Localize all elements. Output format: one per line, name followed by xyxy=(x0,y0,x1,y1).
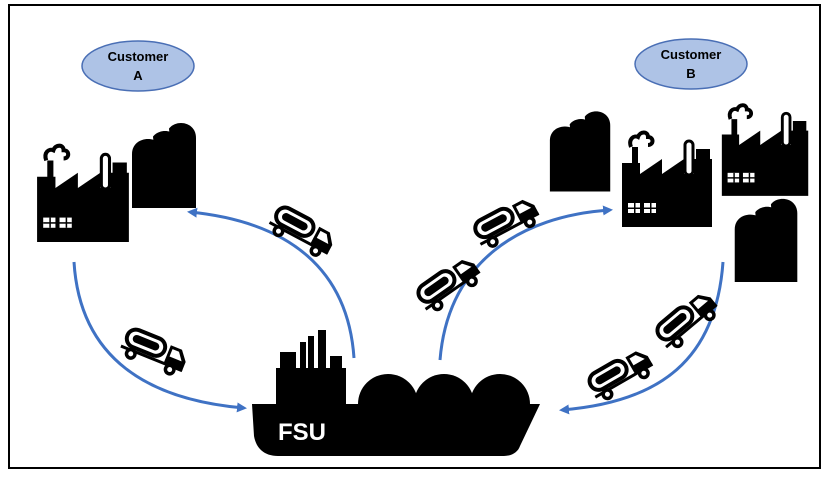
storage-tank-icon xyxy=(733,197,799,284)
storage-tank-icon xyxy=(130,121,198,210)
tanker-truck-icon xyxy=(583,343,658,406)
curved-arrow-icon xyxy=(72,261,247,413)
customer-b-line1: Customer xyxy=(661,47,722,62)
customer-b-line2: B xyxy=(686,66,695,81)
curved-arrow-icon xyxy=(187,207,356,359)
factory-icon xyxy=(622,133,712,228)
customer-b-badge: Customer B xyxy=(634,38,748,90)
storage-tank-icon xyxy=(548,109,612,193)
factory-icon xyxy=(719,103,811,198)
tanker-truck-icon xyxy=(412,252,486,318)
tanker-truck-icon xyxy=(469,192,544,253)
lng-ship-icon: FSU xyxy=(252,330,540,456)
customer-a-line2: A xyxy=(133,68,143,83)
curved-arrow-icon xyxy=(559,261,725,415)
factory-icon xyxy=(37,146,129,242)
customer-a-badge: Customer A xyxy=(81,40,195,92)
curved-arrow-icon xyxy=(438,205,613,361)
fsu-label: FSU xyxy=(278,419,326,446)
tanker-truck-icon xyxy=(650,286,723,355)
customer-a-line1: Customer xyxy=(108,49,169,64)
